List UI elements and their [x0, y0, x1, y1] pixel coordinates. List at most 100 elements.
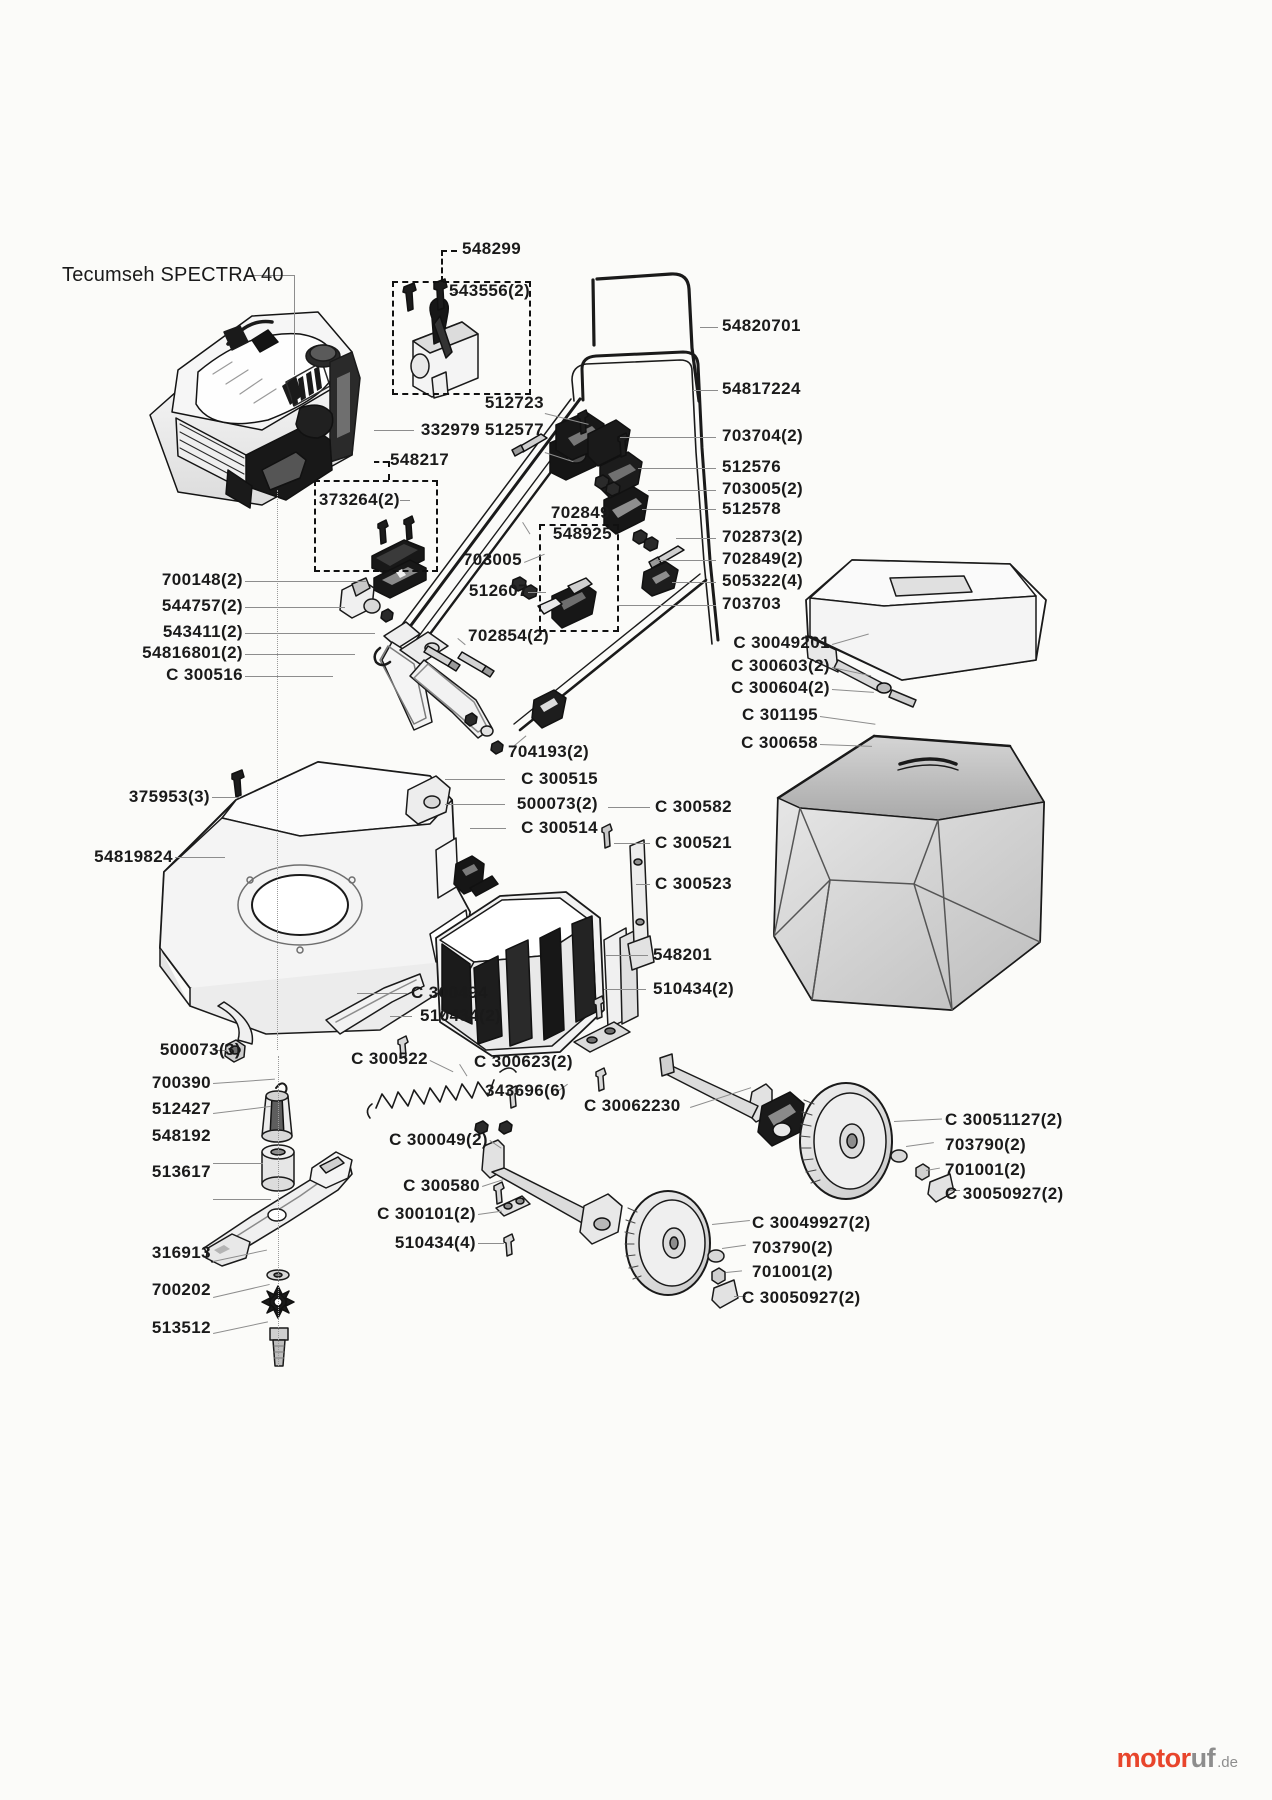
label-54820701: 54820701	[722, 316, 801, 335]
label-700202: 700202	[151, 1280, 211, 1299]
leader-512578	[642, 509, 716, 510]
leader-332979	[374, 430, 414, 431]
label-c30049927: C 30049927(2)	[752, 1213, 871, 1232]
leader-c300515	[445, 779, 505, 780]
handle-clamps	[511, 409, 685, 629]
label-701001-f: 701001(2)	[752, 1262, 834, 1281]
leader-c300514	[470, 828, 506, 829]
label-703790-r: 703790(2)	[945, 1135, 1027, 1154]
label-c300521: C 300521	[655, 833, 732, 852]
leader-510434-2b	[604, 989, 646, 990]
leader-373264	[400, 500, 410, 501]
label-c300582: C 300582	[655, 797, 732, 816]
label-543556: 543556(2)	[449, 281, 531, 300]
label-c300603: C 300603(2)	[731, 656, 830, 675]
label-c300514: C 300514	[521, 818, 598, 837]
label-c30051127: C 30051127(2)	[945, 1110, 1063, 1129]
label-704193: 704193(2)	[508, 742, 590, 761]
leader-512607	[528, 592, 546, 593]
leader-505322	[672, 582, 716, 583]
leader-703005-2	[648, 490, 716, 491]
discharge-chute	[325, 891, 639, 1135]
label-702873: 702873(2)	[722, 527, 804, 546]
label-c300604: C 300604(2)	[731, 678, 830, 697]
label-548201: 548201	[653, 945, 713, 964]
label-c30050927-f: C 30050927(2)	[742, 1288, 861, 1307]
leader-500073-3b	[213, 1050, 227, 1051]
dashed-leader-548217	[374, 461, 388, 463]
label-702849: 702849	[550, 503, 610, 522]
dashed-box-548925	[539, 524, 619, 632]
label-513617: 513617	[151, 1162, 211, 1181]
leader-engine-v	[294, 275, 295, 375]
label-702854: 702854(2)	[468, 626, 550, 645]
leader-702849-2	[656, 560, 716, 561]
watermark-tld: .de	[1217, 1754, 1238, 1771]
rear-bracket-group	[601, 823, 655, 971]
label-703703: 703703	[722, 594, 782, 613]
leader-548201	[606, 955, 648, 956]
leader-c300523	[636, 884, 650, 885]
leader-c300521	[614, 843, 650, 844]
dashed-leader-548299-top	[441, 250, 457, 252]
label-c301195: C 301195	[742, 705, 818, 724]
label-703005: 703005	[462, 550, 522, 569]
leader-703703	[618, 605, 716, 606]
engine-title: Tecumseh SPECTRA 40	[62, 264, 284, 286]
label-512578: 512578	[722, 499, 782, 518]
watermark: motor uf .de	[1117, 1743, 1238, 1774]
label-343696: 343696(6)	[485, 1081, 567, 1100]
leader-c300494	[357, 993, 407, 994]
dashed-leader-548299	[441, 250, 443, 282]
label-375953: 375953(3)	[128, 787, 210, 806]
label-543411: 543411(2)	[162, 622, 243, 641]
label-c300049: C 300049(2)	[389, 1130, 488, 1149]
label-c300580: C 300580	[403, 1176, 480, 1195]
leader-54817224	[693, 390, 718, 391]
label-c300101: C 300101(2)	[377, 1204, 476, 1223]
dashed-box-548217	[314, 480, 438, 572]
label-c300523: C 300523	[655, 874, 732, 893]
leader-54816801	[245, 654, 355, 655]
lower-handle-brackets	[339, 577, 567, 755]
label-512577: 512577	[484, 420, 544, 439]
label-700390: 700390	[151, 1073, 211, 1092]
label-548192: 548192	[151, 1126, 211, 1145]
leader-700148	[245, 581, 367, 582]
label-703790-f: 703790(2)	[752, 1238, 834, 1257]
leader-703704	[620, 437, 716, 438]
label-510434-4: 510434(4)	[394, 1233, 476, 1252]
label-c300494: C 300494	[411, 983, 488, 1002]
starter-switch-assembly	[402, 278, 479, 399]
label-544757: 544757(2)	[161, 596, 243, 615]
grass-bag-assembly	[773, 559, 1047, 1011]
label-500073-2: 500073(2)	[516, 794, 598, 813]
screw-pair-543556	[402, 278, 448, 312]
watermark-uf: uf	[1190, 1743, 1216, 1773]
label-c300658: C 300658	[741, 733, 818, 752]
watermark-motor: motor	[1116, 1743, 1192, 1773]
dotted-blade-axis	[278, 1056, 279, 1366]
leader-c30050927-r	[948, 1190, 960, 1191]
label-332979: 332979	[420, 420, 480, 439]
label-316913: 316913	[151, 1243, 211, 1262]
leader-510434-4	[478, 1243, 504, 1244]
leader-375953	[212, 797, 240, 798]
leader-c300516	[245, 676, 333, 677]
dashed-leader-548217-v	[388, 461, 390, 480]
label-510434-2: 510434(2)	[420, 1006, 502, 1025]
label-54819824: 54819824	[94, 847, 173, 866]
label-703704: 703704(2)	[722, 426, 804, 445]
label-512607: 512607	[468, 581, 528, 600]
label-c30050927-r: C 30050927(2)	[945, 1184, 1064, 1203]
cable-clamp-assembly	[371, 515, 427, 599]
engine-assembly	[149, 311, 361, 509]
label-373264: 373264(2)	[318, 490, 400, 509]
label-c30049201: C 30049201	[733, 633, 830, 652]
label-703005-2: 703005(2)	[722, 479, 804, 498]
leader-544757	[245, 607, 345, 608]
dotted-engine-axis	[277, 490, 278, 1050]
leader-54820701	[700, 327, 718, 328]
